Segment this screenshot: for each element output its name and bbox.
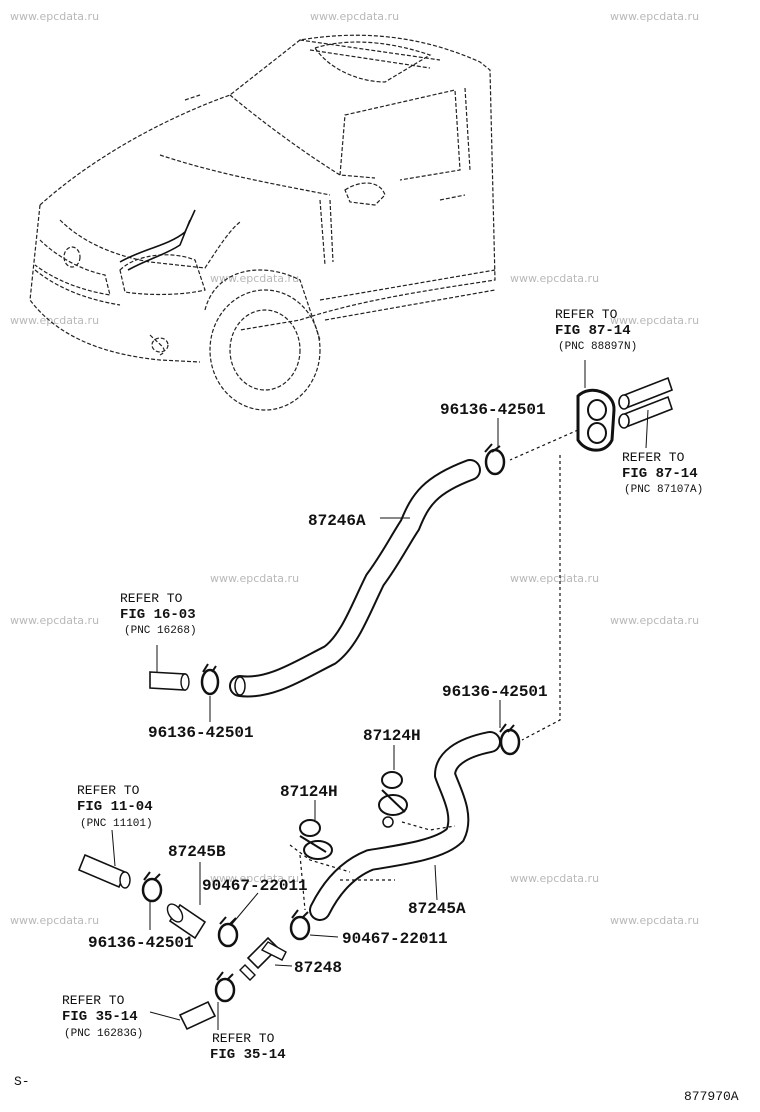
vehicle-outline <box>29 34 496 411</box>
clamp-icon <box>484 443 506 476</box>
watermark: www.epcdata.ru <box>210 572 299 585</box>
reference-pnc: (PNC 11101) <box>80 818 153 830</box>
leader-line <box>645 409 649 449</box>
hose-87245b <box>166 862 207 940</box>
watermark: www.epcdata.ru <box>10 614 99 627</box>
watermark: www.epcdata.ru <box>10 914 99 927</box>
watermarks: www.epcdata.ru www.epcdata.ru www.epcdat… <box>10 10 699 927</box>
reference-fig: FIG 11-04 <box>77 799 153 815</box>
refer-to-label: REFER TO <box>120 591 183 606</box>
clamp-icon <box>214 971 236 1003</box>
leader-line <box>434 864 438 901</box>
leader-line <box>274 964 293 967</box>
part-number-valve-upper[interactable]: 87124H <box>363 727 421 745</box>
part-number-hose-87246a[interactable]: 87246A <box>308 512 366 530</box>
valve-icon <box>299 819 333 860</box>
illustration-number: 877970A <box>684 1089 739 1104</box>
refer-to-label: REFER TO <box>77 783 140 798</box>
clamp-icon <box>141 871 163 903</box>
part-number-valve-lower[interactable]: 87124H <box>280 783 338 801</box>
part-number-joint[interactable]: 87248 <box>294 959 342 977</box>
part-number-clamp-left[interactable]: 96136-42501 <box>148 724 254 742</box>
watermark: www.epcdata.ru <box>610 914 699 927</box>
reference-fig: FIG 35-14 <box>210 1047 286 1063</box>
reference-pnc: (PNC 16268) <box>124 625 197 637</box>
leader-line <box>309 934 339 938</box>
hose-87246a <box>229 459 481 698</box>
refer-to-label: REFER TO <box>62 993 125 1008</box>
clamp-icon <box>499 723 521 756</box>
part-number-hose-87245a[interactable]: 87245A <box>408 900 466 918</box>
hose-87245a <box>309 731 501 921</box>
watermark: www.epcdata.ru <box>210 872 299 885</box>
engine-pipe-left <box>149 645 190 691</box>
engine-pipe-lower-left <box>77 829 131 889</box>
reference-fig: FIG 87-14 <box>622 466 698 482</box>
footer-code: S- <box>14 1074 30 1089</box>
joint-icon <box>239 936 287 981</box>
dashed-connection <box>521 455 561 741</box>
engine-pipe-bottom <box>149 1000 217 1031</box>
clip-icon <box>289 909 311 941</box>
watermark: www.epcdata.ru <box>10 10 99 23</box>
dashed-connection <box>509 429 579 461</box>
part-number-clamp-top[interactable]: 96136-42501 <box>440 401 546 419</box>
part-number-hose-87245b[interactable]: 87245B <box>168 843 226 861</box>
reference-fig: FIG 35-14 <box>62 1009 138 1025</box>
valve-icon <box>378 771 408 828</box>
watermark: www.epcdata.ru <box>310 10 399 23</box>
grommet <box>576 388 616 452</box>
watermark: www.epcdata.ru <box>510 872 599 885</box>
heater-pipes <box>618 376 673 429</box>
refer-to-label: REFER TO <box>212 1031 275 1046</box>
clip-icon <box>217 916 239 948</box>
watermark: www.epcdata.ru <box>610 10 699 23</box>
clamp-icon <box>200 663 220 696</box>
refer-to-label: REFER TO <box>555 307 618 322</box>
reference-pnc: (PNC 88897N) <box>558 341 637 353</box>
part-number-clip-lower[interactable]: 90467-22011 <box>342 930 448 948</box>
part-number-clamp-bottom-left[interactable]: 96136-42501 <box>88 934 194 952</box>
watermark: www.epcdata.ru <box>610 614 699 627</box>
reference-pnc: (PNC 16283G) <box>64 1028 143 1040</box>
leader-line <box>231 892 259 925</box>
watermark: www.epcdata.ru <box>10 314 99 327</box>
dashed-connection <box>289 844 395 911</box>
part-number-clip-upper[interactable]: 90467-22011 <box>202 877 308 895</box>
watermark: www.epcdata.ru <box>510 572 599 585</box>
reference-pnc: (PNC 87107A) <box>624 484 703 496</box>
watermark: www.epcdata.ru <box>510 272 599 285</box>
refer-to-label: REFER TO <box>622 450 685 465</box>
reference-fig: FIG 16-03 <box>120 607 196 623</box>
reference-fig: FIG 87-14 <box>555 323 631 339</box>
part-number-clamp-right[interactable]: 96136-42501 <box>442 683 548 701</box>
watermark: www.epcdata.ru <box>610 314 699 327</box>
